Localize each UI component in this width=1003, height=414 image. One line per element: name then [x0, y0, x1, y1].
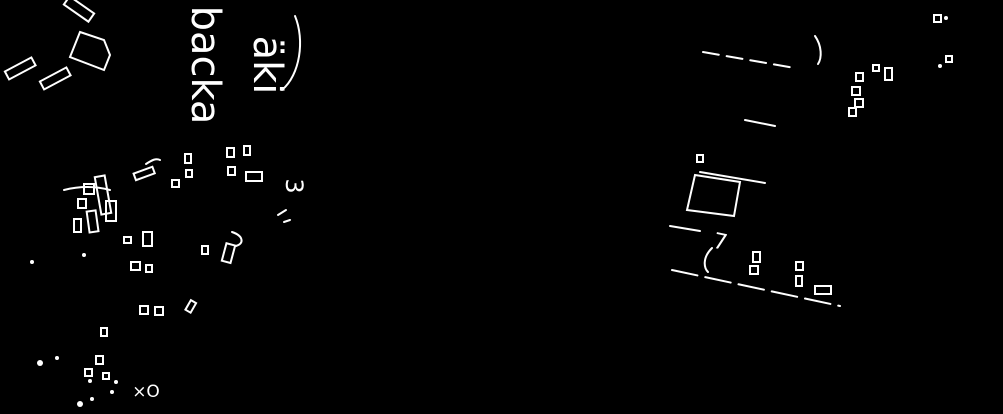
- building: [749, 265, 759, 275]
- place-name: äki backa: [182, 6, 290, 125]
- track: [63, 186, 111, 191]
- building: [243, 145, 251, 156]
- glyph-label-bottom: ×O: [132, 382, 160, 402]
- building: [3, 56, 37, 81]
- building: [142, 231, 153, 247]
- building: [220, 242, 237, 265]
- point: [938, 64, 942, 68]
- point: [37, 360, 43, 366]
- track: [145, 158, 161, 165]
- building: [154, 306, 164, 316]
- building: [95, 355, 104, 365]
- building: [854, 98, 864, 108]
- building: [171, 179, 180, 188]
- point: [77, 401, 83, 407]
- building: [105, 200, 117, 222]
- path-features-west: [30, 15, 302, 407]
- road-curve: [703, 247, 713, 273]
- track: [231, 231, 243, 247]
- building: [855, 72, 864, 82]
- boundary-line: [702, 51, 796, 69]
- building: [102, 372, 110, 380]
- point: [82, 253, 86, 257]
- building: [85, 209, 100, 234]
- road-curve: [281, 15, 302, 91]
- track: [283, 219, 291, 223]
- building: [38, 66, 72, 91]
- building: [84, 368, 93, 377]
- place-name-line1: äki: [244, 36, 290, 95]
- point: [88, 379, 92, 383]
- building: [945, 55, 953, 63]
- building: [132, 165, 157, 182]
- building: [752, 251, 761, 263]
- building-cluster-east: [669, 14, 953, 307]
- building: [795, 261, 804, 271]
- place-name-line2: backa: [182, 6, 228, 125]
- building: [226, 147, 235, 158]
- building: [814, 285, 832, 295]
- point: [944, 16, 948, 20]
- building: [184, 153, 192, 164]
- building: [83, 183, 95, 195]
- point: [90, 397, 94, 401]
- point: [30, 260, 34, 264]
- building: [872, 64, 880, 72]
- building: [145, 264, 153, 273]
- building: [73, 218, 82, 233]
- point: [110, 390, 114, 394]
- building: [130, 261, 141, 271]
- building: [851, 86, 861, 96]
- boundary-line: [671, 269, 841, 307]
- building: [201, 245, 209, 255]
- building-cluster-west: [3, 0, 263, 380]
- building: [68, 30, 112, 72]
- point: [114, 380, 118, 384]
- building: [100, 327, 108, 337]
- boundary-line: [669, 225, 701, 232]
- number-label-7: 7: [711, 229, 730, 256]
- building: [139, 305, 149, 315]
- number-label-3: 3: [280, 178, 308, 193]
- building: [795, 275, 803, 287]
- building: [884, 67, 893, 81]
- building: [848, 107, 857, 117]
- building: [245, 171, 263, 182]
- building: [227, 166, 236, 176]
- building: [62, 0, 96, 24]
- road-curve: [814, 35, 822, 65]
- building: [77, 198, 87, 209]
- boundary-line: [744, 119, 776, 127]
- boundary-line: [699, 171, 766, 184]
- building: [696, 154, 704, 163]
- building: [184, 298, 198, 315]
- point: [55, 356, 59, 360]
- building: [685, 173, 742, 218]
- building: [185, 169, 193, 178]
- building: [123, 236, 132, 244]
- track: [277, 209, 287, 216]
- building: [933, 14, 942, 23]
